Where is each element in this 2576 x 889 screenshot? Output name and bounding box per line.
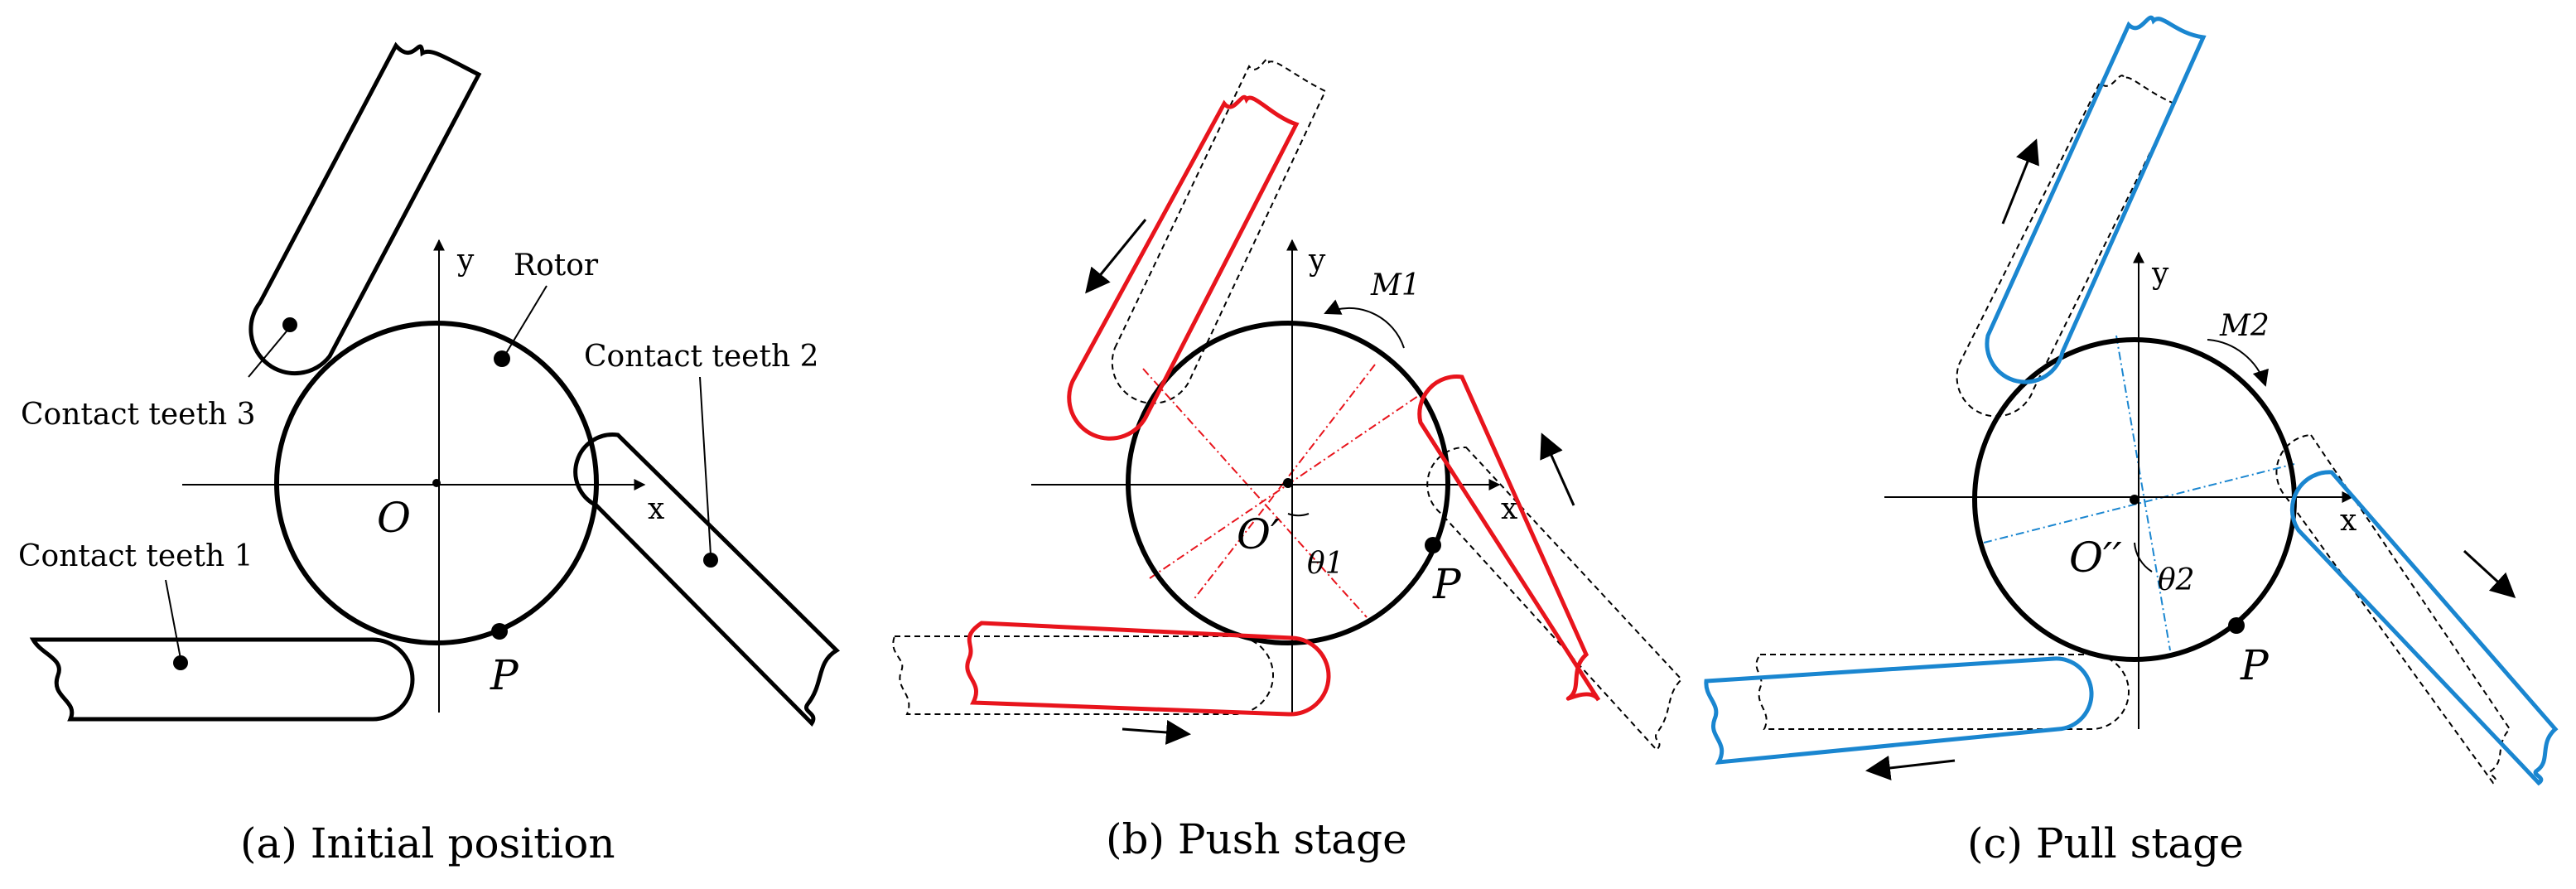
moment-arrow	[1324, 299, 1405, 349]
push-tooth-3	[1067, 95, 1300, 441]
x-axis-label: x	[648, 492, 664, 526]
y-axis-label: y	[2151, 257, 2169, 291]
contact-teeth-2-label: Contact teeth 2	[584, 340, 818, 374]
push-tooth-2	[1417, 374, 1601, 702]
motion-arrow-tooth-2	[1540, 432, 1575, 506]
pull-tooth-3	[1985, 15, 2207, 384]
teeth-2-leader	[699, 376, 712, 556]
origin-label: O	[377, 494, 411, 542]
radial-line-2	[1983, 463, 2295, 544]
origin-point	[1283, 478, 1293, 488]
pull-tooth-1	[1704, 656, 2094, 765]
tooth-2-point	[703, 553, 718, 568]
point-p-label: P	[1432, 560, 1462, 608]
rotor-marker-dot	[494, 350, 510, 367]
contact-tooth-1	[29, 637, 415, 722]
angle-arc	[1287, 513, 1310, 517]
point-p-label: P	[2240, 641, 2270, 689]
angle-label: θ1	[1307, 547, 1344, 581]
tooth-1-point	[173, 655, 188, 670]
point-p	[1425, 537, 1441, 553]
push-tooth-1	[965, 621, 1331, 717]
origin-label: O′′	[2069, 534, 2122, 582]
panel-c: x y O′′ P θ2 M2 (c) Pull stage	[1704, 15, 2559, 867]
point-p-label: P	[490, 651, 519, 699]
ghost-tooth-1	[1755, 654, 2130, 730]
moment-label: M1	[1370, 268, 1421, 302]
origin-point	[432, 479, 441, 487]
rotor	[274, 321, 599, 645]
radial-line-3	[1149, 395, 1419, 579]
tooth-3-point	[282, 317, 297, 332]
caption-b: (b) Push stage	[1106, 815, 1407, 863]
ghost-tooth-3	[1956, 75, 2176, 418]
point-p	[2228, 617, 2245, 634]
angle-arc	[2134, 542, 2153, 573]
origin-label: O′	[1237, 510, 1281, 558]
point-p	[491, 623, 508, 640]
ghost-tooth-2	[1426, 446, 1683, 751]
ghost-tooth-2	[2275, 433, 2511, 785]
contact-teeth-1-label: Contact teeth 1	[18, 539, 253, 573]
y-axis-label: y	[456, 244, 475, 278]
caption-a: (a) Initial position	[240, 819, 615, 867]
motion-arrow-tooth-2	[2463, 549, 2516, 599]
pull-tooth-2	[2289, 470, 2559, 786]
origin-point	[2130, 495, 2139, 505]
panel-b: x y O′ P θ1 M1 (b) Push stage	[892, 58, 1683, 863]
contact-tooth-2	[573, 432, 841, 727]
contact-tooth-3	[248, 41, 482, 376]
radial-line-1	[2115, 335, 2171, 651]
panel-a: x y O P Rotor Contact teeth 2 Contact te…	[18, 41, 841, 867]
angle-label: θ2	[2158, 563, 2195, 597]
teeth-1-leader	[165, 579, 181, 660]
contact-teeth-3-label: Contact teeth 3	[21, 398, 255, 432]
radial-line-2	[1142, 368, 1368, 618]
ghost-tooth-1	[892, 635, 1274, 715]
motion-arrow-tooth-1	[1865, 756, 1956, 780]
motion-arrow-tooth-3	[2001, 138, 2039, 225]
rotor	[1126, 321, 1450, 645]
x-axis-label: x	[1501, 492, 1517, 526]
moment-arrow	[2207, 339, 2269, 387]
caption-c: (c) Pull stage	[1967, 819, 2244, 867]
y-axis-label: y	[1308, 244, 1326, 278]
moment-label: M2	[2219, 309, 2270, 343]
x-axis-label: x	[2340, 504, 2357, 538]
ghost-tooth-3	[1111, 58, 1327, 404]
motion-arrow-tooth-3	[1085, 219, 1147, 294]
rotor-label: Rotor	[514, 249, 599, 283]
teeth-3-leader	[248, 326, 291, 378]
motion-arrow-tooth-1	[1122, 720, 1191, 745]
rotor-leader	[504, 285, 548, 355]
